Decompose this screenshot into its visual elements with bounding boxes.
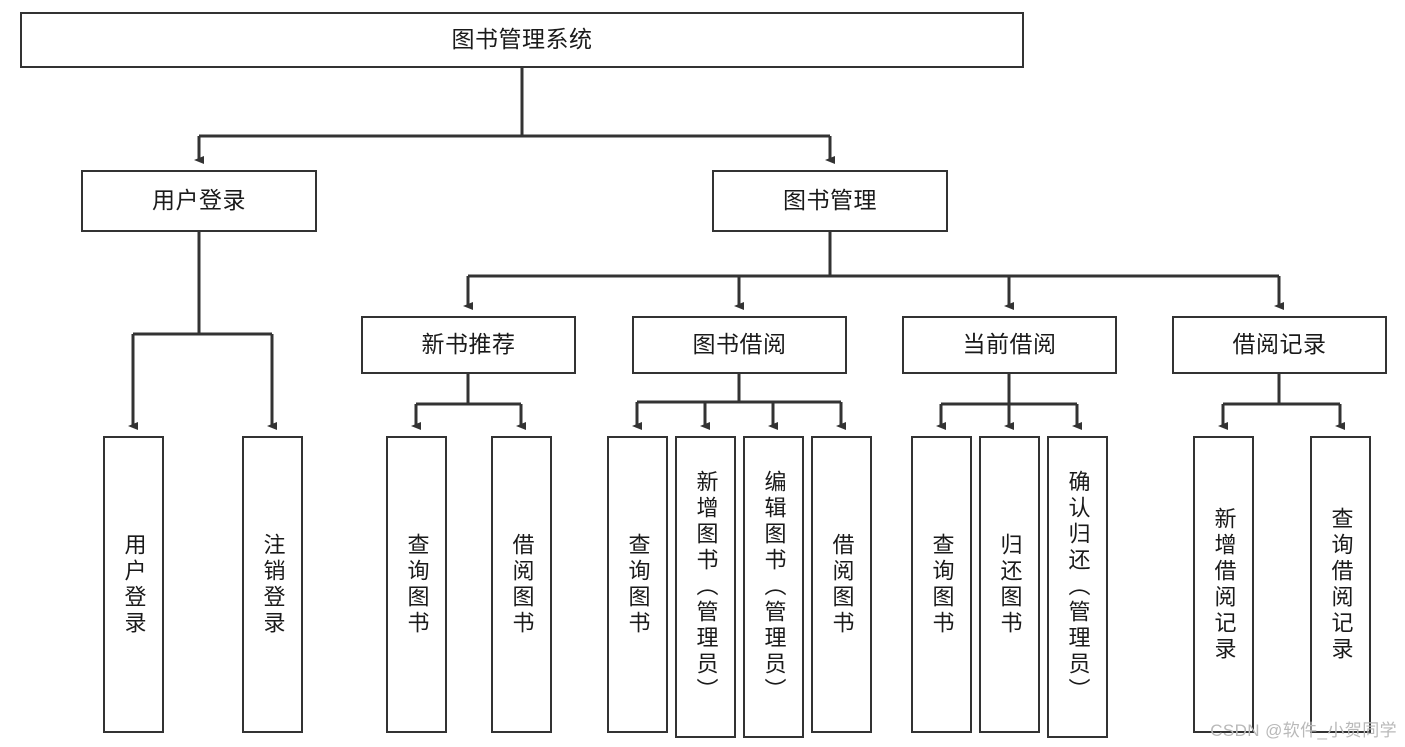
- node-current-borrow[interactable]: 当前借阅: [902, 316, 1117, 374]
- node-borrow-record[interactable]: 借阅记录: [1172, 316, 1387, 374]
- leaf-edit-book[interactable]: 编辑图书（管理员）: [743, 436, 804, 738]
- node-book-borrow-label: 图书借阅: [692, 331, 787, 358]
- leaf-borrow-book-label: 借阅图书: [829, 532, 855, 637]
- leaf-logout[interactable]: 注销登录: [242, 436, 303, 733]
- leaf-confirm-return[interactable]: 确认归还（管理员）: [1047, 436, 1108, 738]
- leaf-query-book-current[interactable]: 查询图书: [911, 436, 972, 733]
- leaf-return-book[interactable]: 归还图书: [979, 436, 1040, 733]
- node-book-management-label: 图书管理: [783, 187, 877, 214]
- leaf-query-book-recommend-label: 查询图书: [404, 532, 430, 637]
- leaf-user-login[interactable]: 用户登录: [103, 436, 164, 733]
- node-borrow-record-label: 借阅记录: [1232, 331, 1327, 358]
- leaf-query-book-current-label: 查询图书: [929, 532, 955, 637]
- leaf-add-borrow-record[interactable]: 新增借阅记录: [1193, 436, 1254, 733]
- leaf-add-borrow-record-label: 新增借阅记录: [1211, 506, 1237, 663]
- node-book-management[interactable]: 图书管理: [712, 170, 948, 232]
- leaf-query-borrow-record[interactable]: 查询借阅记录: [1310, 436, 1371, 733]
- node-root[interactable]: 图书管理系统: [20, 12, 1024, 68]
- leaf-borrow-book-recommend[interactable]: 借阅图书: [491, 436, 552, 733]
- node-user-login[interactable]: 用户登录: [81, 170, 317, 232]
- leaf-add-book-label: 新增图书（管理员）: [693, 470, 719, 704]
- csdn-watermark: CSDN @软件_小贺同学: [1210, 721, 1397, 740]
- node-user-login-label: 用户登录: [152, 187, 246, 214]
- leaf-add-book[interactable]: 新增图书（管理员）: [675, 436, 736, 738]
- node-new-book-recommend-label: 新书推荐: [421, 331, 516, 358]
- leaf-return-book-label: 归还图书: [997, 532, 1023, 637]
- leaf-query-book-recommend[interactable]: 查询图书: [386, 436, 447, 733]
- leaf-borrow-book[interactable]: 借阅图书: [811, 436, 872, 733]
- leaf-query-book-borrow[interactable]: 查询图书: [607, 436, 668, 733]
- leaf-query-book-borrow-label: 查询图书: [625, 532, 651, 637]
- leaf-query-borrow-record-label: 查询借阅记录: [1328, 506, 1354, 663]
- node-book-borrow[interactable]: 图书借阅: [632, 316, 847, 374]
- node-root-label: 图书管理系统: [451, 26, 593, 53]
- node-new-book-recommend[interactable]: 新书推荐: [361, 316, 576, 374]
- leaf-user-login-label: 用户登录: [121, 532, 147, 637]
- node-current-borrow-label: 当前借阅: [962, 331, 1057, 358]
- leaf-logout-label: 注销登录: [260, 532, 286, 637]
- leaf-confirm-return-label: 确认归还（管理员）: [1065, 470, 1091, 704]
- leaf-borrow-book-recommend-label: 借阅图书: [509, 532, 535, 637]
- leaf-edit-book-label: 编辑图书（管理员）: [761, 470, 787, 704]
